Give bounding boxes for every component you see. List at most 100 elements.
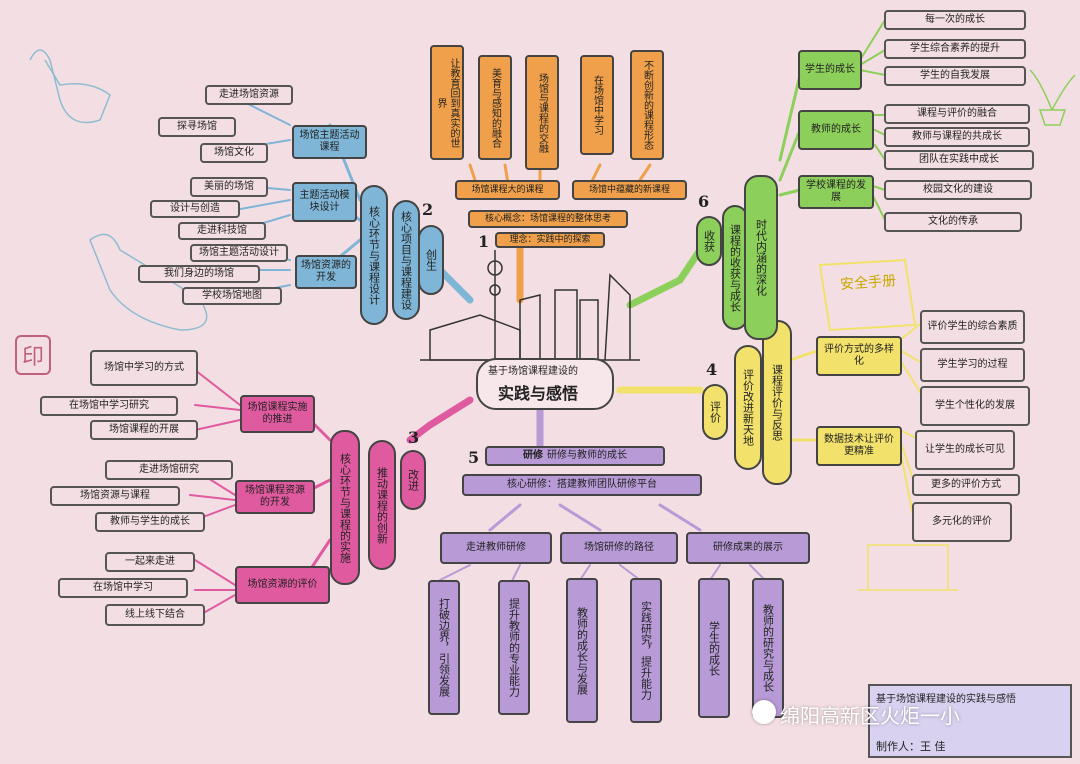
branch-3-main-2: 推动课程的创新 <box>368 440 396 570</box>
center-main-title: 实践与感悟 <box>498 384 579 403</box>
branch-3-l3-4: 走进场馆研究 <box>105 460 233 480</box>
connector-5b <box>439 564 766 586</box>
branch-2-l2-2: 主题活动模块设计 <box>292 182 357 222</box>
branch-6-l2-1: 学生的成长 <box>798 50 862 90</box>
branch-6-l3-3: 学生的自我发展 <box>884 66 1026 86</box>
branch-3-l3-6: 教师与学生的成长 <box>95 512 205 532</box>
branch-2-l3-2: 探寻场馆 <box>158 117 236 137</box>
branch-1-l3-3: 场馆与课程的交融 <box>525 55 559 170</box>
connector-3 <box>406 396 474 444</box>
handbook-decoration: 安全手册 <box>839 273 897 293</box>
branch-2-l2-1: 场馆主题活动课程 <box>292 125 367 159</box>
branch-3-l2-2: 场馆课程资源的开发 <box>235 480 315 514</box>
connector-6 <box>626 246 704 309</box>
connector-6b <box>859 19 886 221</box>
branch-2-l3-8: 我们身边的场馆 <box>138 265 260 283</box>
branch-2-title: 创生 <box>418 225 444 295</box>
branch-6-l3-5: 教师与课程的共成长 <box>884 127 1030 147</box>
branch-6-l3-1: 每一次的成长 <box>884 10 1026 30</box>
branch-5-title: 研修 <box>523 450 543 461</box>
branch-2-l3-4: 美丽的场馆 <box>190 177 268 197</box>
branch-3-l3-1: 场馆中学习的方式 <box>90 350 198 386</box>
branch-5-l3-5: 学生的成长 <box>698 578 730 718</box>
connector-5a <box>488 503 702 532</box>
branch-3-l2-1: 场馆课程实施的推进 <box>240 395 315 433</box>
branch-3-number: 3 <box>408 428 420 447</box>
branch-1-l3-5: 不断创新的课程形态 <box>630 50 664 160</box>
branch-6-l3-4: 课程与评价的融合 <box>884 104 1030 124</box>
branch-6-title: 收获 <box>696 216 722 266</box>
branch-2-l3-1: 走进场馆资源 <box>205 85 293 105</box>
branch-5-l2-2: 场馆研修的路径 <box>560 532 678 564</box>
branch-2-main-1: 核心环节与课程设计 <box>360 185 388 325</box>
branch-6-main-2: 时代内涵的深化 <box>744 175 778 340</box>
branch-5-l3-1: 打破边界，引领发展 <box>428 580 460 715</box>
center-title: 基于场馆课程建设的 实践与感悟 <box>476 358 614 410</box>
branch-5-main: 研修 研修与教师的成长 <box>485 446 665 466</box>
branch-3-title: 改进 <box>400 450 426 510</box>
branch-5-l3-2: 提升教师的专业能力 <box>498 580 530 715</box>
branch-5-l3-6: 教师的研究与成长 <box>752 578 784 718</box>
branch-1-l2-2: 场馆中蕴藏的新课程 <box>572 180 687 200</box>
branch-4-l3-3: 学生个性化的发展 <box>920 386 1030 426</box>
city-skyline-illustration <box>420 250 640 361</box>
branch-6-number: 6 <box>698 192 710 211</box>
branch-3-l3-2: 在场馆中学习研究 <box>40 396 178 416</box>
branch-1-number: 1 <box>478 232 490 251</box>
branch-2-l3-3: 场馆文化 <box>200 143 268 163</box>
branch-6-l3-8: 文化的传承 <box>884 212 1022 232</box>
branch-2-number: 2 <box>422 200 434 219</box>
footer-author: 制作人：王 佳 <box>876 740 946 753</box>
teapot-sketch <box>29 49 111 124</box>
branch-5-l3-4: 实践研究，提升能力 <box>630 578 662 723</box>
branch-4-number: 4 <box>706 360 718 379</box>
branch-1-l3-1: 让教育回到真实的世界 <box>430 45 464 160</box>
branch-2-main-2: 核心项目与课程建设 <box>392 200 420 320</box>
branch-4-main-2: 评价改进新天地 <box>734 345 762 470</box>
branch-4-l3-6: 多元化的评价 <box>912 502 1012 542</box>
branch-3-l3-5: 场馆资源与课程 <box>50 486 180 506</box>
branch-3-l2-3: 场馆资源的评价 <box>235 566 330 604</box>
branch-4-main-1: 课程评价与反思 <box>762 320 792 485</box>
branch-3-l3-9: 线上线下结合 <box>105 604 205 626</box>
branch-1-l3-2: 美育与感知的融合 <box>478 55 512 160</box>
branch-1-sub: 理念：实践中的探索 <box>495 232 605 248</box>
branch-4-l3-5: 更多的评价方式 <box>912 474 1020 496</box>
branch-4-l2-1: 评价方式的多样化 <box>816 336 902 376</box>
decoration-sketches <box>29 49 208 331</box>
center-subtitle: 基于场馆课程建设的 <box>488 366 578 377</box>
stamp-decoration: 印 <box>15 335 52 375</box>
connector-3b <box>189 369 241 616</box>
branch-2-l3-5: 设计与创造 <box>150 200 240 218</box>
branch-4-l3-4: 让学生的成长可见 <box>915 430 1015 470</box>
branch-4-l3-1: 评价学生的综合素质 <box>920 310 1025 344</box>
branch-6-l2-3: 学校课程的发展 <box>798 175 874 209</box>
branch-2-l3-7: 场馆主题活动设计 <box>190 244 288 262</box>
branch-6-l3-7: 校园文化的建设 <box>884 180 1032 200</box>
branch-2-l3-6: 走进科技馆 <box>178 222 266 240</box>
branch-3-l3-3: 场馆课程的开展 <box>90 420 198 440</box>
branch-5-l2-3: 研修成果的展示 <box>686 532 810 564</box>
wechat-icon <box>752 700 776 724</box>
branch-1-main: 核心概念：场馆课程的整体思考 <box>468 210 628 228</box>
branch-3-main-1: 核心环节与课程的实施 <box>330 430 360 585</box>
branch-5-main-2: 核心研修：搭建教师团队研修平台 <box>462 474 702 496</box>
footer-card: 基于场馆课程建设的实践与感悟 制作人：王 佳 <box>868 684 1072 758</box>
connector-4a <box>788 348 822 442</box>
branch-3-l3-8: 在场馆中学习 <box>58 578 188 598</box>
branch-6-main-1: 课程的收获与成长 <box>722 205 748 330</box>
branch-1-l2-1: 场馆课程大的课程 <box>455 180 560 200</box>
footer-title: 基于场馆课程建设的实践与感悟 <box>876 694 1016 705</box>
watermark-text: 绵阳高新区火炬一小 <box>780 704 960 728</box>
branch-4-l3-2: 学生学习的过程 <box>920 348 1025 382</box>
branch-5-number: 5 <box>468 448 480 467</box>
branch-5-l3-3: 教师的成长与发展 <box>566 578 598 723</box>
branch-4-l2-2: 数据技术让评价更精准 <box>816 426 902 466</box>
connector-4b <box>899 319 926 526</box>
branch-2-l3-9: 学校场馆地图 <box>182 287 282 305</box>
branch-6-l3-6: 团队在实践中成长 <box>884 150 1034 170</box>
branch-1-l3-4: 在场馆中学习 <box>580 55 614 155</box>
branch-4-title: 评价 <box>702 384 728 440</box>
branch-5-main-label: 研修与教师的成长 <box>547 450 627 461</box>
connector-6a <box>778 73 802 197</box>
